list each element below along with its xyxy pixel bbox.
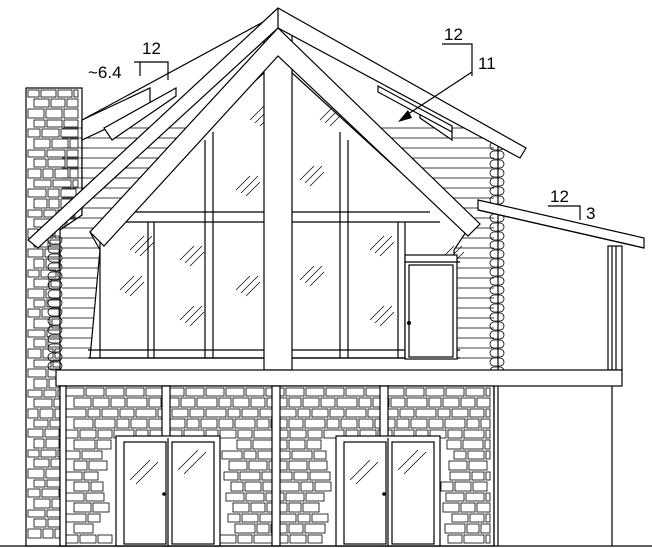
roof-rafters <box>27 7 527 249</box>
log-corner-right <box>489 141 505 376</box>
pitch-symbol-porch: 12 3 <box>548 187 595 223</box>
pitch-porch-rise: 3 <box>586 204 595 223</box>
center-king-post <box>263 20 293 371</box>
patio-door-left <box>115 435 221 547</box>
pitch-right-run: 12 <box>444 25 463 44</box>
pitch-porch-run: 12 <box>550 187 569 206</box>
pitch-left-run: 12 <box>142 39 161 58</box>
porch-roof <box>477 199 645 546</box>
pitch-left-rise: ~6.4 <box>88 63 122 82</box>
upper-side-door <box>404 254 460 360</box>
pitch-right-rise: 11 <box>478 54 496 73</box>
log-corner-left <box>47 235 63 371</box>
deck-beam <box>55 369 623 387</box>
patio-door-right <box>335 435 441 547</box>
pitch-symbol-right: 12 11 <box>398 25 496 122</box>
pitch-symbol-left: 12 ~6.4 <box>88 39 169 82</box>
